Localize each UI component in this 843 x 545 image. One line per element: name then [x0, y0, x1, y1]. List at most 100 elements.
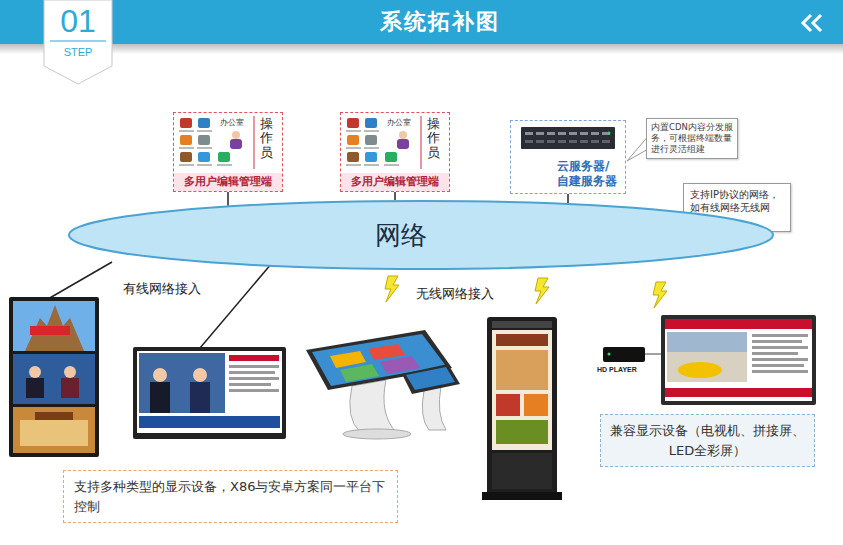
- app-icon-caption: [179, 130, 194, 132]
- standing-kiosk: [482, 317, 562, 500]
- signage-tv: [665, 388, 812, 397]
- portrait-display: [26, 378, 44, 398]
- portrait-display: [20, 420, 88, 446]
- app-icon-caption: [346, 130, 361, 132]
- signage-tv: [661, 315, 816, 405]
- landscape-tv: [150, 382, 170, 413]
- app-icon-caption: [364, 164, 379, 166]
- server-box: 云服务器/自建服务器: [510, 120, 626, 194]
- server-bay: [580, 132, 588, 135]
- app-icon-caption: [346, 147, 361, 149]
- signage-tv: [665, 319, 812, 401]
- standing-kiosk: [482, 492, 562, 500]
- touch-table-kiosk: [330, 351, 366, 368]
- app-icon: [198, 135, 210, 145]
- editor-terminal-box: 办公室操作员多用户编辑管理端: [340, 112, 450, 192]
- step-badge: [44, 0, 112, 84]
- server-bay: [525, 140, 533, 143]
- person-icon: [232, 131, 240, 139]
- collapse-icon: [803, 15, 811, 31]
- landscape-tv: [229, 371, 275, 374]
- app-icon-caption: [179, 147, 194, 149]
- signage-tv: [752, 370, 808, 373]
- network-link: [227, 192, 229, 206]
- signage-tv: [752, 346, 808, 349]
- wireless-bolt: [535, 278, 549, 304]
- header-band: [0, 44, 843, 54]
- divider-line: [421, 116, 422, 169]
- landscape-tv: [229, 389, 279, 392]
- standing-kiosk: [524, 394, 548, 416]
- operator-label: 操作员: [260, 117, 273, 160]
- portrait-display: [29, 366, 41, 378]
- landscape-tv: [229, 377, 279, 380]
- touch-table-kiosk: [402, 364, 460, 394]
- standing-kiosk: [492, 321, 552, 328]
- app-icon: [198, 152, 210, 162]
- server-bay: [591, 140, 599, 143]
- step-badge: [44, 0, 112, 84]
- app-icon: [385, 152, 397, 162]
- portrait-display: [9, 297, 99, 457]
- portrait-display: [30, 326, 70, 335]
- signage-tv: [678, 362, 722, 378]
- step-number: 01: [44, 2, 112, 40]
- header-band: [0, 0, 843, 54]
- note-box: 支持多种类型的显示设备，X86与安卓方案同一平台下控制: [63, 470, 398, 523]
- touch-table-kiosk: [340, 364, 379, 382]
- signage-tv: [752, 334, 808, 337]
- standing-kiosk: [492, 330, 552, 450]
- portrait-display: [35, 412, 73, 420]
- network-label: 网络: [375, 218, 427, 253]
- server-label: 云服务器/自建服务器: [557, 159, 621, 189]
- touch-table-kiosk: [422, 386, 446, 430]
- person-icon: [397, 139, 409, 149]
- signage-tv: [752, 340, 802, 343]
- portrait-display: [9, 297, 99, 457]
- app-icon: [198, 118, 210, 128]
- media-player-box: [645, 354, 662, 355]
- signage-tv: [752, 364, 804, 367]
- portrait-display: [13, 354, 95, 404]
- landscape-tv: [153, 368, 167, 382]
- app-icon: [365, 135, 377, 145]
- callout-text: 内置CDN内容分发服务，可根据终端数量进行灵活组建: [651, 122, 733, 155]
- signage-tv: [752, 352, 798, 355]
- landscape-tv: [229, 383, 271, 386]
- signage-tv: [667, 332, 747, 382]
- landscape-tv: [229, 365, 279, 368]
- app-icon: [365, 118, 377, 128]
- signage-tv: [665, 319, 812, 329]
- touch-table-kiosk: [380, 356, 420, 374]
- server-led: [608, 132, 611, 135]
- touch-table-kiosk: [343, 429, 411, 439]
- callout-box: 内置CDN内容分发服务，可根据终端数量进行灵活组建: [646, 118, 738, 159]
- standing-kiosk: [496, 420, 548, 444]
- note-text: 支持多种类型的显示设备，X86与安卓方案同一平台下控制: [74, 477, 387, 516]
- media-player-box: [608, 353, 611, 356]
- step-caption: STEP: [44, 45, 112, 59]
- app-icon: [347, 135, 359, 145]
- terminal-title: 多用户编辑管理端: [174, 173, 282, 191]
- server-bay: [536, 140, 544, 143]
- media-player-box: [603, 347, 645, 362]
- app-icon-caption: [346, 164, 361, 166]
- office-label: 办公室: [220, 118, 244, 128]
- signage-tv: [661, 315, 816, 405]
- portrait-display: [61, 378, 79, 398]
- app-icon-caption: [217, 164, 232, 166]
- wireless-bolt: [653, 282, 667, 308]
- app-icon: [180, 118, 192, 128]
- app-icon-caption: [197, 147, 212, 149]
- portrait-display: [25, 305, 84, 351]
- divider-line: [254, 116, 255, 169]
- standing-kiosk: [496, 394, 520, 416]
- app-icon-caption: [364, 147, 379, 149]
- landscape-tv: [133, 347, 286, 439]
- landscape-tv: [137, 351, 282, 433]
- standing-kiosk: [487, 317, 557, 495]
- office-label: 办公室: [387, 118, 411, 128]
- landscape-tv: [139, 353, 225, 413]
- app-icon-caption: [197, 164, 212, 166]
- server-bay: [569, 132, 577, 135]
